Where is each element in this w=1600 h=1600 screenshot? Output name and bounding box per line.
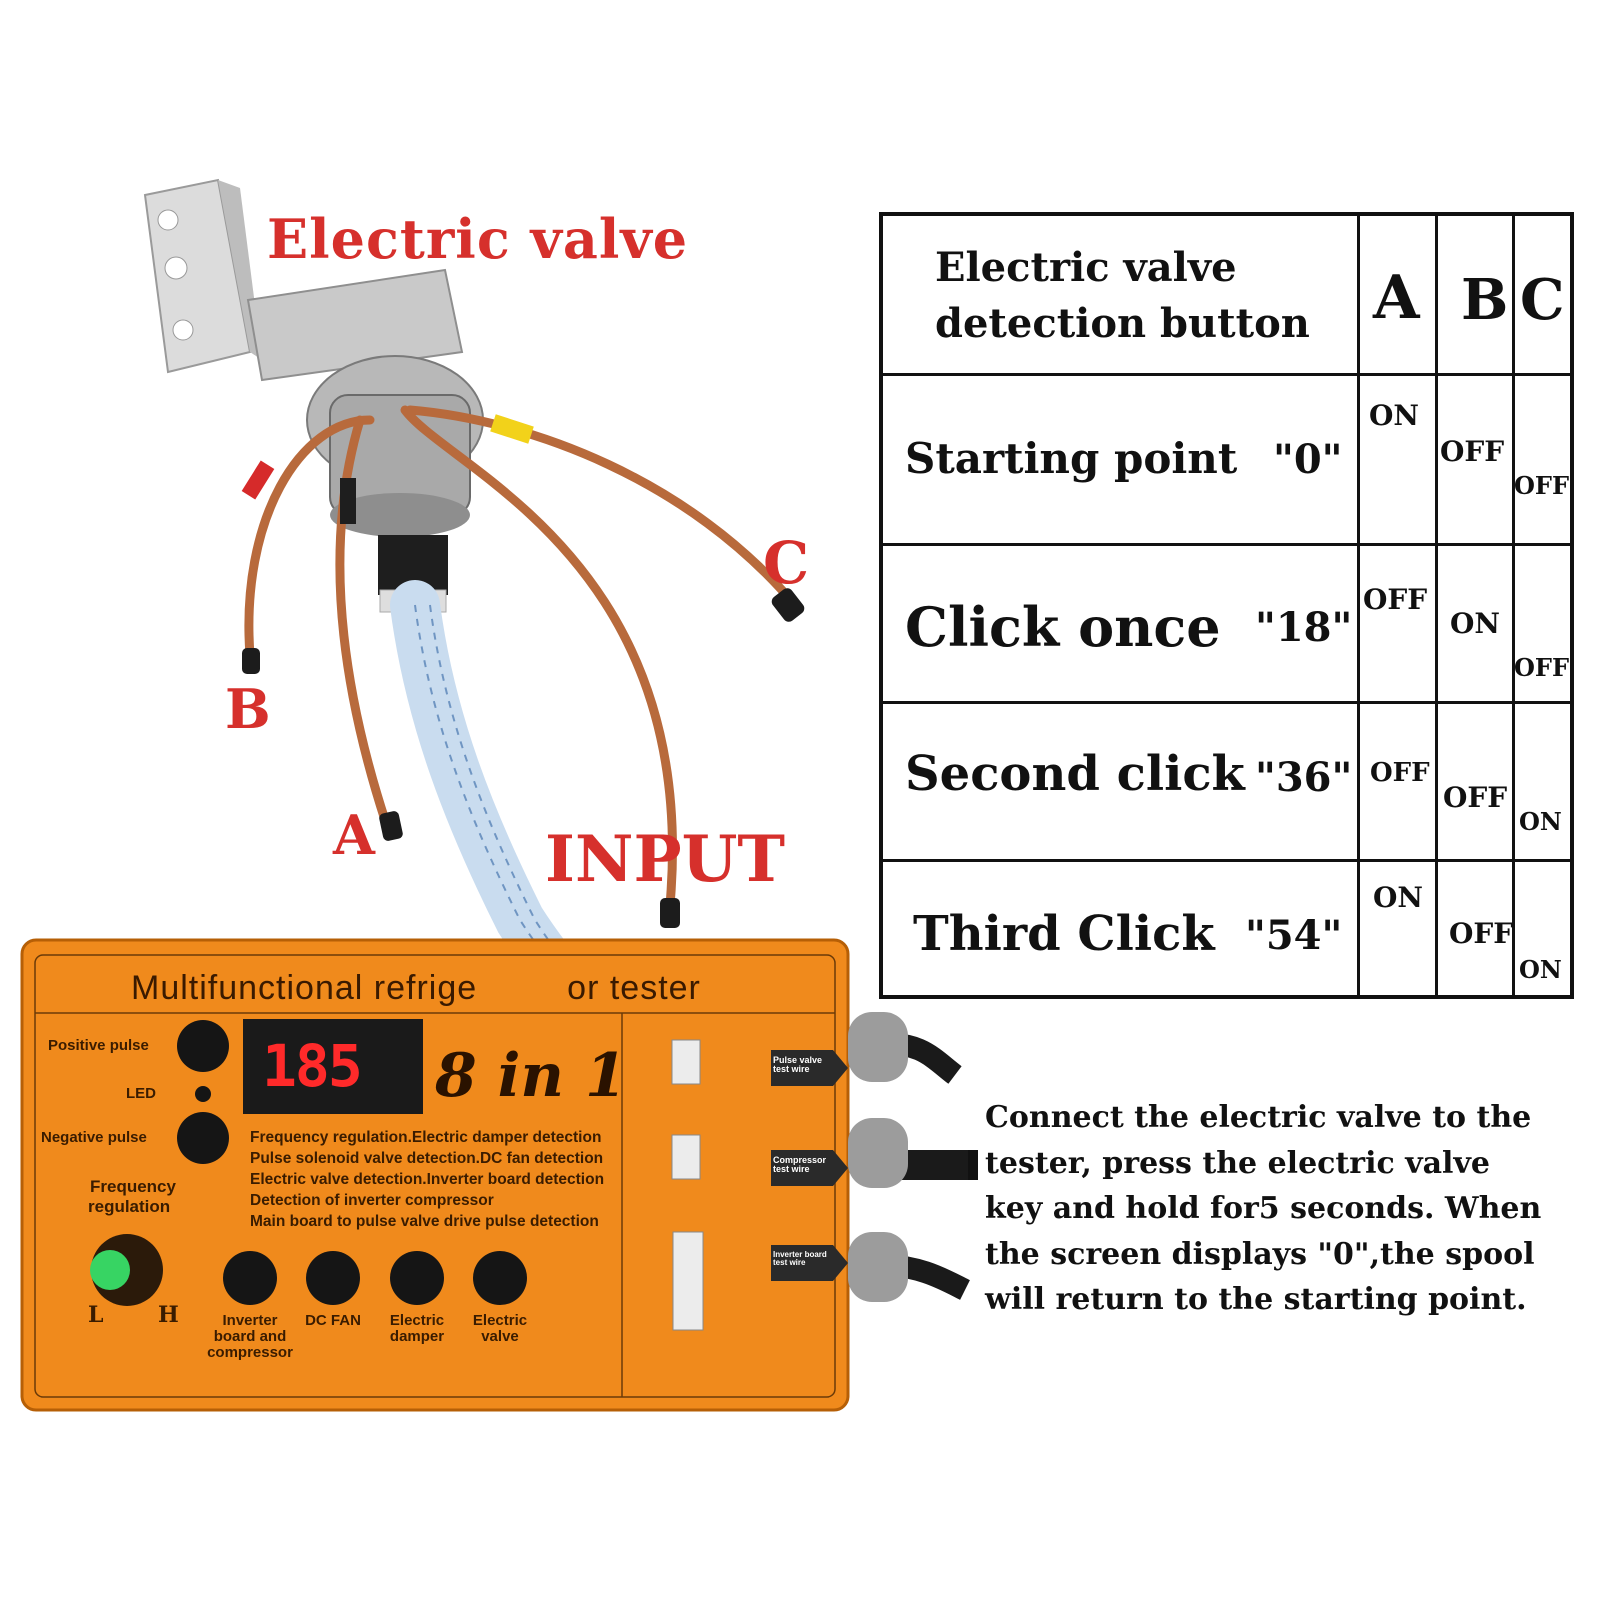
table-row: Click once "18" OFF ON OFF xyxy=(883,546,1570,704)
instruction-line: will return to the starting point. xyxy=(985,1282,1527,1318)
regulation-label: regulation xyxy=(88,1197,171,1216)
port-c-label: C xyxy=(763,529,810,597)
row-state-b: OFF xyxy=(1449,917,1514,950)
row-state-a: ON xyxy=(1369,399,1419,432)
positive-pulse-button xyxy=(177,1020,229,1072)
led-label: LED xyxy=(126,1085,156,1102)
positive-pulse-label: Positive pulse xyxy=(48,1037,149,1054)
seven-segment-display xyxy=(243,1019,423,1114)
feature-line: Electric valve detection.Inverter board … xyxy=(250,1171,605,1188)
instruction-line: the screen displays "0",the spool xyxy=(985,1236,1535,1272)
header-col-c: C xyxy=(1520,267,1565,333)
led-indicator xyxy=(195,1086,211,1102)
electric-damper-button xyxy=(390,1251,444,1305)
mounting-bracket xyxy=(143,178,464,382)
knob-high-label: H xyxy=(158,1302,179,1328)
row-state-c: OFF xyxy=(1514,471,1569,500)
electric-valve-title: Electric valve xyxy=(267,207,689,271)
red-sleeve xyxy=(241,460,275,500)
row-step: Third Click xyxy=(913,906,1215,962)
feature-line: Main board to pulse valve drive pulse de… xyxy=(250,1213,599,1230)
black-sleeve xyxy=(340,478,356,524)
table-row: Second click "36" OFF OFF ON xyxy=(883,704,1570,862)
row-state-c: ON xyxy=(1519,807,1562,836)
table-row: Third Click "54" ON OFF ON xyxy=(883,862,1570,997)
header-col-b: B xyxy=(1461,267,1509,333)
pipe-end-caps xyxy=(242,588,805,928)
inverter-button xyxy=(223,1251,277,1305)
instruction-line: Connect the electric valve to the xyxy=(985,1100,1532,1135)
negative-pulse-button xyxy=(177,1112,229,1164)
negative-pulse-label: Negative pulse xyxy=(41,1129,147,1146)
row-value: "54" xyxy=(1245,912,1343,959)
copper-pipes xyxy=(244,405,800,910)
electric-valve-button xyxy=(473,1251,527,1305)
row-step: Starting point xyxy=(905,434,1238,483)
row-value: "18" xyxy=(1255,604,1353,651)
row-state-c: OFF xyxy=(1514,653,1569,682)
table-row: Starting point "0" ON OFF OFF xyxy=(883,376,1570,546)
header-label-line2: detection button xyxy=(935,300,1310,347)
tester-panel xyxy=(20,938,850,1412)
feature-line: Detection of inverter compressor xyxy=(250,1192,494,1209)
row-state-b: OFF xyxy=(1443,781,1508,814)
knob-low-label: L xyxy=(88,1302,104,1328)
port-a-label: A xyxy=(333,803,375,867)
frequency-label: Frequency xyxy=(90,1177,176,1196)
dc-fan-button xyxy=(306,1251,360,1305)
row-state-b: ON xyxy=(1450,607,1500,640)
row-state-a: ON xyxy=(1373,881,1423,914)
dc-fan-button-label: DC FAN xyxy=(305,1312,361,1329)
port-b-label: B xyxy=(225,677,271,741)
header-col-a: A xyxy=(1373,263,1420,333)
cable-glands xyxy=(848,1012,978,1302)
model-label: 8 in 1 xyxy=(435,1041,627,1111)
row-step: Second click xyxy=(905,746,1245,802)
instruction-line: key and hold for5 seconds. When xyxy=(985,1191,1542,1227)
instruction-line: tester, press the electric valve xyxy=(985,1145,1490,1181)
row-state-b: OFF xyxy=(1440,435,1505,468)
display-readout: 185 xyxy=(262,1032,363,1100)
yellow-sleeve xyxy=(490,414,534,444)
row-state-a: OFF xyxy=(1370,758,1430,788)
row-value: "36" xyxy=(1255,754,1353,801)
feature-line: Pulse solenoid valve detection.DC fan de… xyxy=(250,1150,604,1167)
input-label: INPUT xyxy=(545,822,785,897)
table-header-row: Electric valve detection button A B C xyxy=(883,216,1570,376)
feature-line: Frequency regulation.Electric damper det… xyxy=(250,1129,602,1146)
row-step: Click once xyxy=(905,595,1221,659)
valve-detection-table: Electric valve detection button A B C St… xyxy=(879,212,1574,999)
instruction-text: Connect the electric valve to the tester… xyxy=(985,1095,1600,1323)
valve-body xyxy=(306,355,484,613)
header-label-line1: Electric valve xyxy=(935,244,1237,291)
row-value: "0" xyxy=(1273,436,1343,483)
row-state-c: ON xyxy=(1519,955,1562,984)
row-state-a: OFF xyxy=(1363,583,1428,616)
